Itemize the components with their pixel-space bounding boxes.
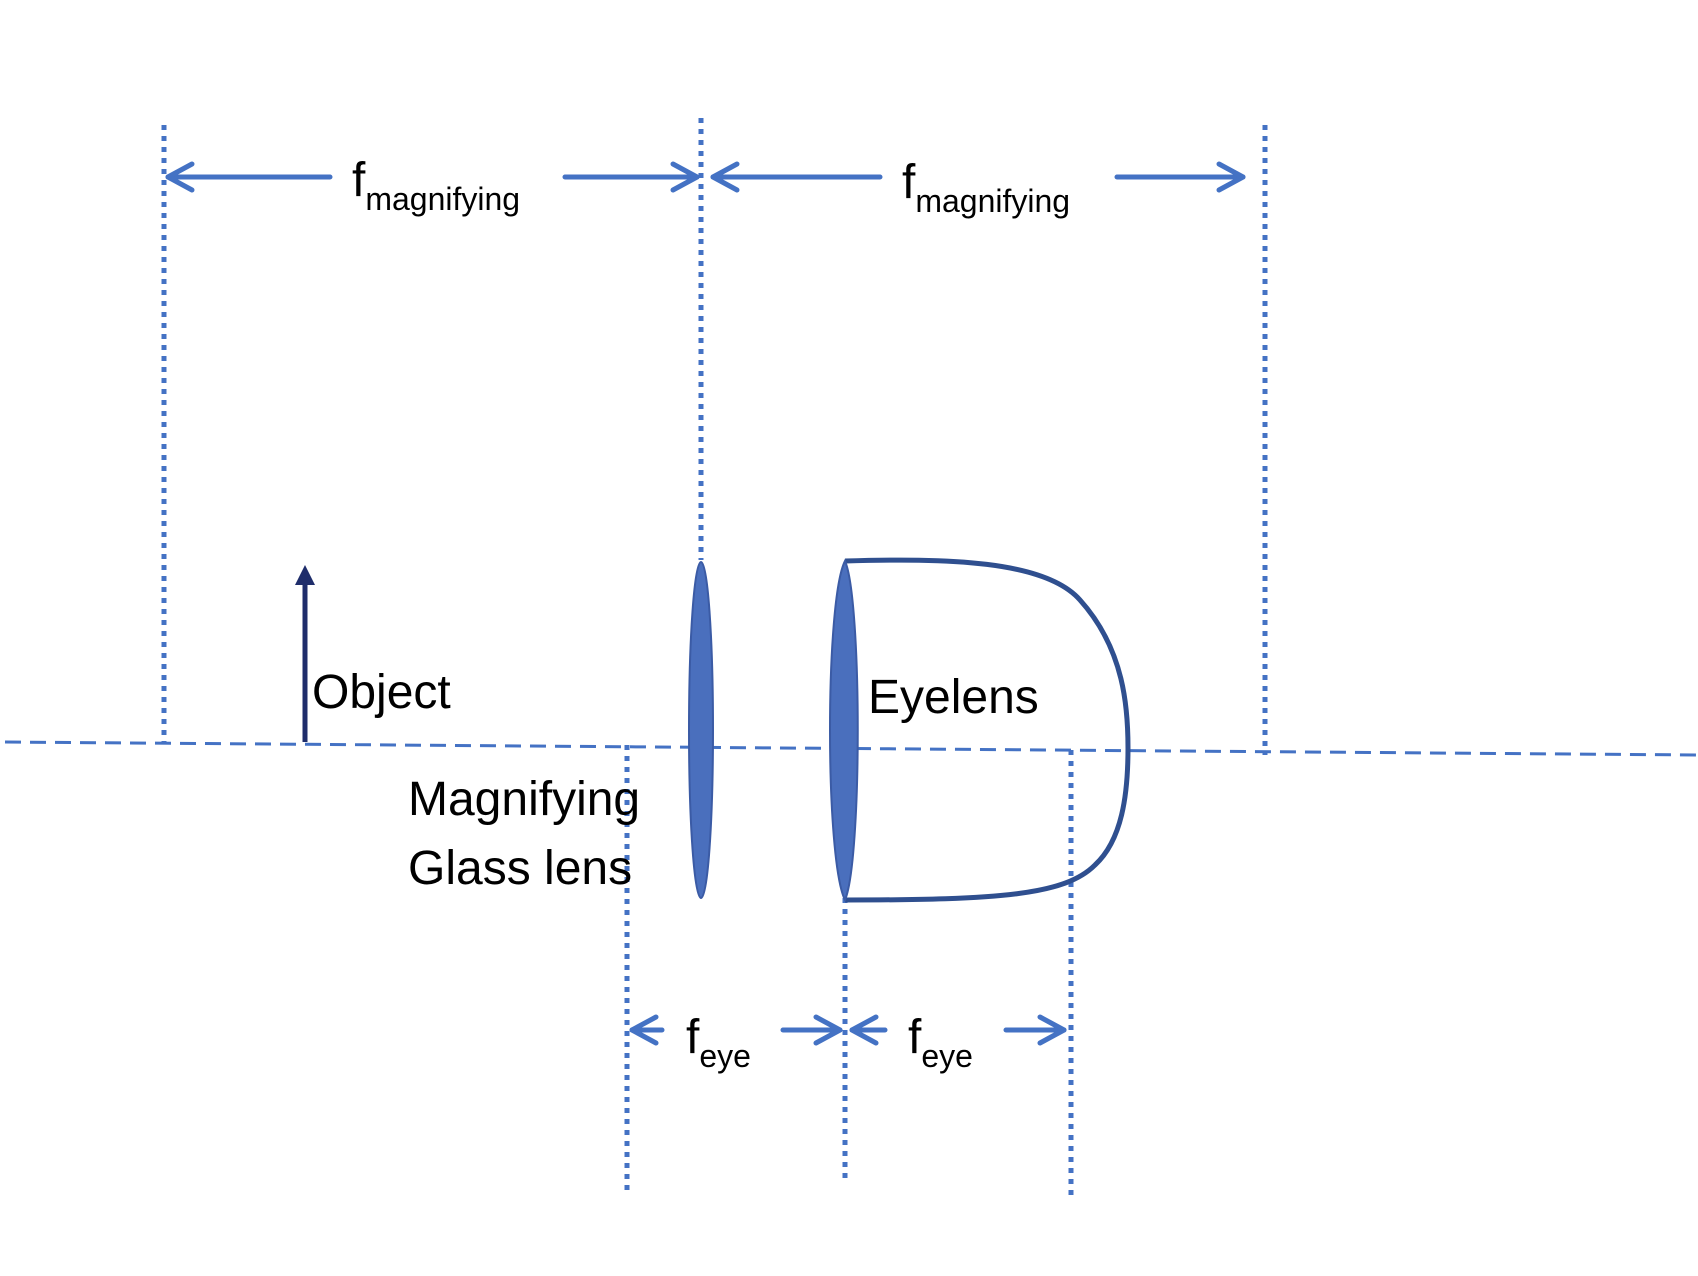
magnifying-lens [688, 561, 714, 899]
dimension-arrow-eye-left [629, 1014, 843, 1046]
dimension-arrow-magnifying-left [165, 161, 700, 193]
object-label: Object [312, 666, 451, 719]
focal-symbol: f [352, 154, 366, 207]
magnifying-lens-label-line1: Magnifying [408, 773, 640, 826]
focal-label-eye-left: feye [686, 1011, 751, 1074]
dimension-arrow-magnifying-right [710, 161, 1246, 193]
focal-symbol: f [686, 1011, 700, 1064]
focal-subscript: eye [699, 1038, 751, 1074]
eye-outline [844, 557, 1131, 903]
focal-subscript: magnifying [365, 181, 520, 217]
dimension-arrow-eye-right [849, 1014, 1067, 1046]
focal-subscript: magnifying [915, 183, 1070, 219]
focal-symbol: f [908, 1011, 922, 1064]
focal-symbol: f [902, 156, 916, 209]
magnifying-lens-label-line2: Glass lens [408, 842, 632, 895]
eyelens-label: Eyelens [868, 671, 1039, 724]
focal-subscript: eye [921, 1038, 973, 1074]
focal-label-magnifying-left: fmagnifying [352, 154, 520, 217]
focal-label-eye-right: feye [908, 1011, 973, 1074]
eyelens [829, 558, 859, 903]
focal-label-magnifying-right: fmagnifying [902, 156, 1070, 219]
optical-axis [4, 740, 1698, 757]
